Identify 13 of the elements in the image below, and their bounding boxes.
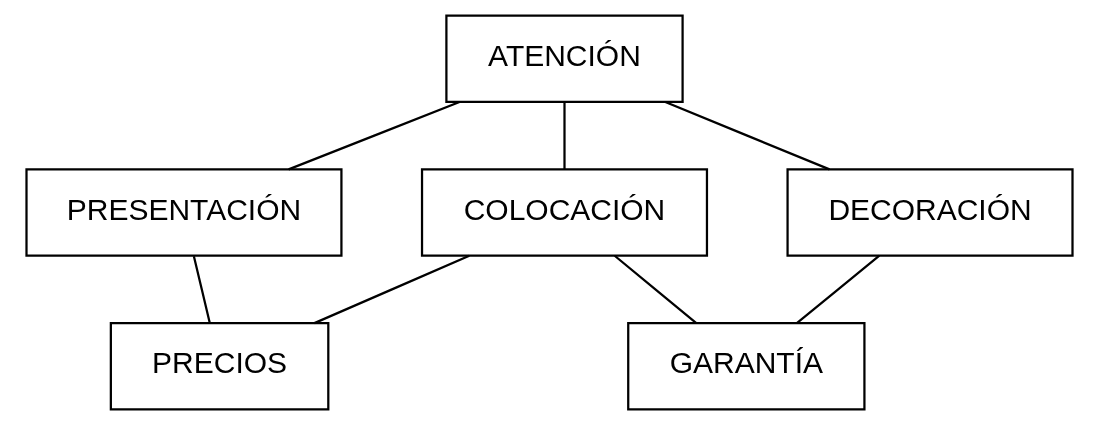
connector bbox=[287, 101, 460, 171]
connector bbox=[664, 101, 830, 171]
node-box: COLOCACIÓN bbox=[420, 168, 708, 257]
node-box: PRECIOS bbox=[109, 321, 329, 411]
connector bbox=[192, 255, 211, 324]
node-box: GARANTÍA bbox=[626, 321, 866, 411]
node-box: PRESENTACIÓN bbox=[24, 168, 343, 257]
connector bbox=[613, 254, 697, 324]
connector bbox=[313, 254, 470, 325]
connector bbox=[562, 102, 566, 170]
node-box: ATENCIÓN bbox=[444, 14, 684, 104]
connector bbox=[795, 254, 880, 324]
node-box: DECORACIÓN bbox=[785, 168, 1074, 257]
